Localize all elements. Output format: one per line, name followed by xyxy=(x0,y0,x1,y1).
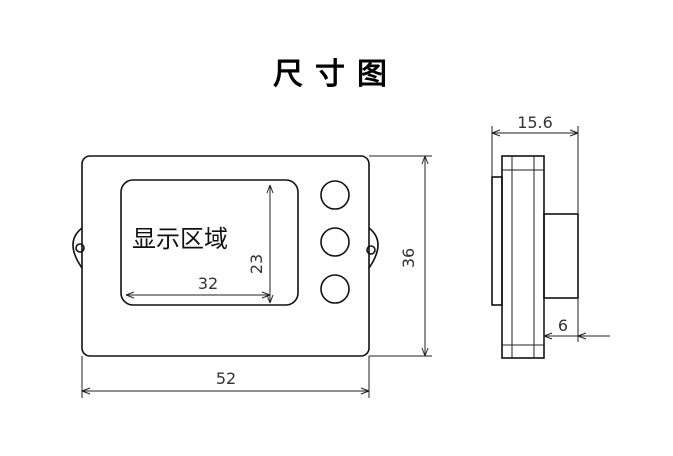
depth-label: 15.6 xyxy=(517,113,553,132)
side-view: 15.6 6 xyxy=(491,113,610,359)
protrusion-arrows xyxy=(543,332,587,340)
protruding-body xyxy=(543,213,579,299)
screen-width-arrows xyxy=(125,291,271,299)
overall-height-label: 36 xyxy=(399,248,418,268)
overall-width-arrows xyxy=(81,387,370,395)
front-view: 显示区域 32 23 36 52 xyxy=(72,155,432,398)
main-plate xyxy=(501,155,545,359)
button-middle xyxy=(320,227,350,257)
button-bottom xyxy=(320,274,350,304)
button-top xyxy=(320,180,350,210)
left-mounting-ear xyxy=(72,227,83,269)
screen-width-label: 32 xyxy=(198,274,218,293)
overall-width-label: 52 xyxy=(216,369,236,388)
display-area-label: 显示区域 xyxy=(132,225,228,253)
outer-bezel xyxy=(81,155,370,357)
protrusion-label: 6 xyxy=(558,316,568,335)
depth-arrows xyxy=(491,129,579,137)
screen-height-label: 23 xyxy=(247,254,266,274)
left-mounting-hole xyxy=(75,243,85,253)
right-mounting-ear xyxy=(368,227,379,269)
right-mounting-hole xyxy=(366,245,376,255)
back-flange xyxy=(491,176,503,306)
overall-height-arrows xyxy=(421,155,429,357)
screen-window xyxy=(120,179,299,306)
screen-height-arrows xyxy=(266,184,274,304)
page-title: 尺寸图 xyxy=(273,57,399,92)
